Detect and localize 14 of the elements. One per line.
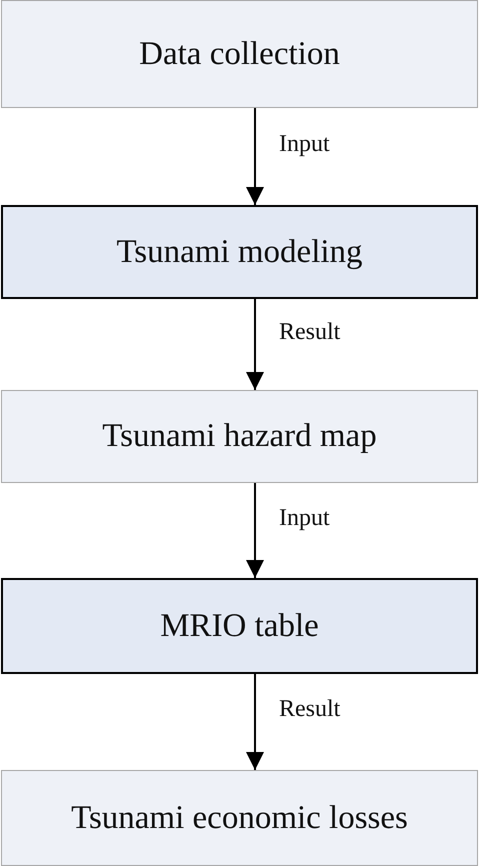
arrow (246, 674, 264, 770)
arrow (246, 299, 264, 390)
box-label: Data collection (139, 36, 340, 72)
arrow (246, 483, 264, 578)
box-label: Tsunami hazard map (102, 418, 377, 455)
box-label: MRIO table (160, 608, 319, 644)
process-box (1, 0, 478, 108)
box-label: Tsunami economic losses (71, 800, 408, 836)
box-label: Tsunami modeling (116, 234, 363, 270)
process-box (1, 770, 478, 866)
arrow (246, 108, 264, 205)
process-box (1, 390, 478, 483)
process-box (1, 205, 478, 299)
process-box (1, 578, 478, 674)
